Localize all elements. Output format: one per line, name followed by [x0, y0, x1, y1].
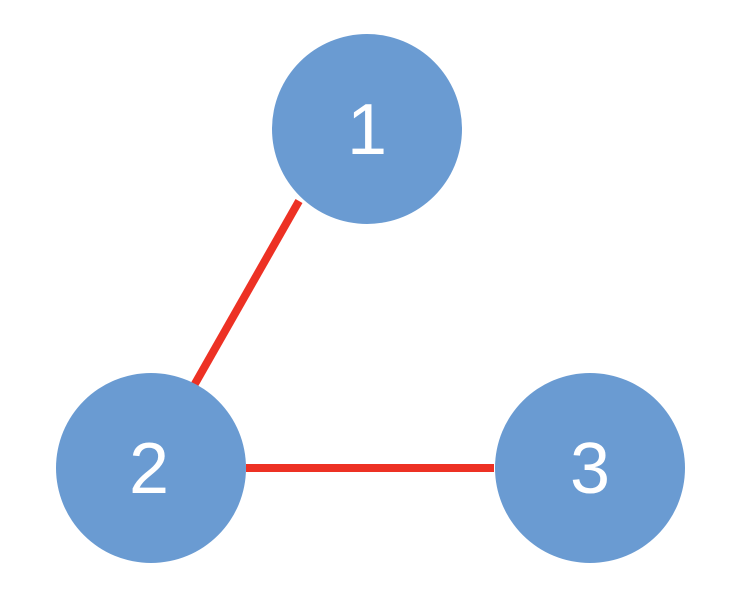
node-2[interactable]: 2 — [56, 373, 246, 563]
edge-1-2[interactable] — [188, 199, 303, 391]
node-3[interactable]: 3 — [495, 373, 685, 563]
node-2-circle[interactable] — [56, 373, 246, 563]
node-2-label: 2 — [129, 429, 169, 509]
edge-layer — [188, 199, 494, 472]
node-layer: 1 2 3 — [56, 34, 685, 563]
node-1-label: 1 — [347, 90, 387, 170]
node-3-label: 3 — [570, 429, 610, 509]
node-1-circle[interactable] — [272, 34, 462, 224]
node-3-circle[interactable] — [495, 373, 685, 563]
node-1[interactable]: 1 — [272, 34, 462, 224]
